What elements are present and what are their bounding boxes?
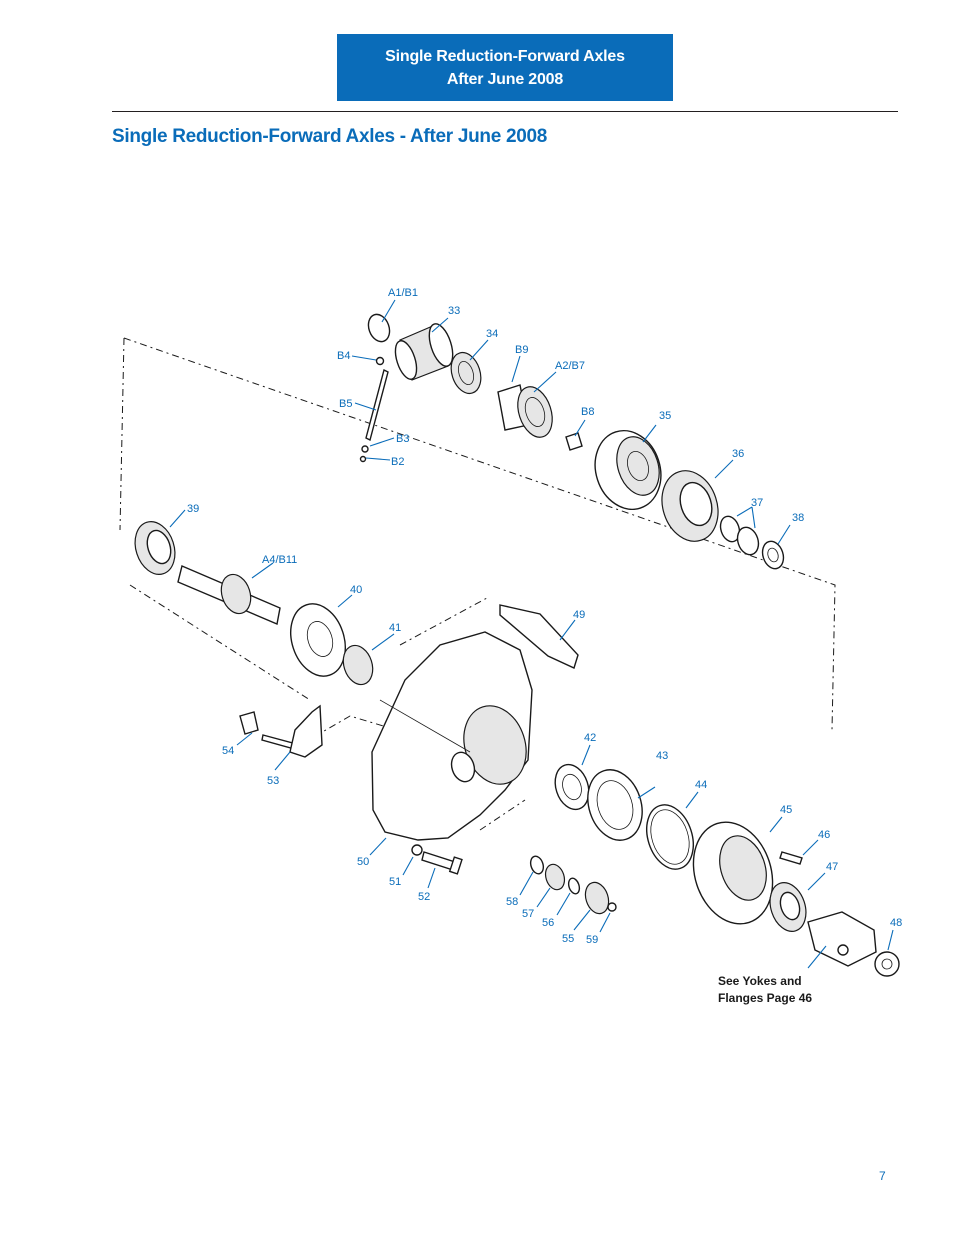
part-a1b1-ring: [367, 313, 391, 343]
label-39: 39: [187, 503, 199, 515]
part-39-gear: [134, 521, 176, 575]
part-36-ring-gear: [661, 470, 719, 542]
label-55: 55: [562, 933, 574, 945]
part-51-nut: [411, 844, 423, 856]
label-46: 46: [818, 829, 830, 841]
label-38: 38: [792, 512, 804, 524]
label-56: 56: [542, 917, 554, 929]
label-44: 44: [695, 779, 707, 791]
label-a1b1: A1/B1: [388, 287, 418, 299]
label-52: 52: [418, 891, 430, 903]
part-a2b7-pinion-gear: [497, 384, 553, 438]
part-b5-shaft: [359, 356, 389, 463]
label-36: 36: [732, 448, 744, 460]
part-b8-pin: [565, 432, 583, 451]
label-b5: B5: [339, 398, 352, 410]
label-40: 40: [350, 584, 362, 596]
part-labels: A1/B1 33 34 B4 B9 A2/B7 B5 B8 35 B3 B2 3…: [187, 287, 902, 946]
section-title: Single Reduction-Forward Axles - After J…: [112, 126, 548, 147]
part-a4b11-input-shaft: [177, 565, 281, 625]
note-line-1: See Yokes and: [718, 974, 802, 988]
label-49: 49: [573, 609, 585, 621]
label-57: 57: [522, 908, 534, 920]
label-43: 43: [656, 750, 668, 762]
yoke: [807, 911, 877, 967]
label-48: 48: [890, 917, 902, 929]
part-38-thrust-washer: [761, 540, 785, 570]
part-34-bearing-cone: [450, 351, 482, 395]
note-line-2: Flanges Page 46: [718, 991, 813, 1005]
part-42-seal: [554, 763, 590, 811]
part-44-o-ring: [646, 804, 694, 870]
header-line-2: After June 2008: [446, 70, 564, 88]
label-50: 50: [357, 856, 369, 868]
label-54: 54: [222, 745, 234, 757]
part-40-plate: [290, 603, 346, 677]
label-45: 45: [780, 804, 792, 816]
label-47: 47: [826, 861, 838, 873]
label-42: 42: [584, 732, 596, 744]
label-b4: B4: [337, 350, 350, 362]
part-46-cap-screw: [779, 851, 803, 865]
part-52-bolt: [421, 851, 463, 875]
part-54-spring: [239, 711, 259, 735]
label-41: 41: [389, 622, 401, 634]
header-divider: [112, 111, 898, 112]
part-33-bearing-cup: [394, 323, 454, 381]
part-37-washers: [719, 515, 760, 556]
label-b9: B9: [515, 344, 528, 356]
label-b2: B2: [391, 456, 404, 468]
part-49-bracket: [499, 604, 579, 669]
label-b8: B8: [581, 406, 594, 418]
label-37: 37: [751, 497, 763, 509]
part-50-housing: [371, 631, 533, 841]
label-58: 58: [506, 896, 518, 908]
label-35: 35: [659, 410, 671, 422]
label-51: 51: [389, 876, 401, 888]
label-53: 53: [267, 775, 279, 787]
part-48-nut: [874, 951, 900, 977]
part-53-shift-fork: [261, 704, 323, 758]
part-35-diff-case: [594, 429, 662, 511]
part-43-gasket: [587, 769, 643, 841]
label-33: 33: [448, 305, 460, 317]
part-45-bearing-cage: [692, 821, 774, 925]
page-number: 7: [879, 1169, 886, 1183]
label-59: 59: [586, 934, 598, 946]
header-banner: Single Reduction-Forward Axles After Jun…: [337, 34, 673, 101]
part-47-oil-seal: [769, 882, 807, 932]
label-b3: B3: [396, 433, 409, 445]
yokes-flanges-note: See Yokes and Flanges Page 46: [718, 973, 812, 1007]
label-a4b11: A4/B11: [262, 554, 297, 566]
label-34: 34: [486, 328, 498, 340]
part-55-58-pump-parts: [529, 855, 617, 915]
header-line-1: Single Reduction-Forward Axles: [385, 47, 625, 65]
leader-lines: [169, 299, 894, 969]
label-a2b7: A2/B7: [555, 360, 585, 372]
part-41-bearing-cone: [342, 644, 374, 686]
